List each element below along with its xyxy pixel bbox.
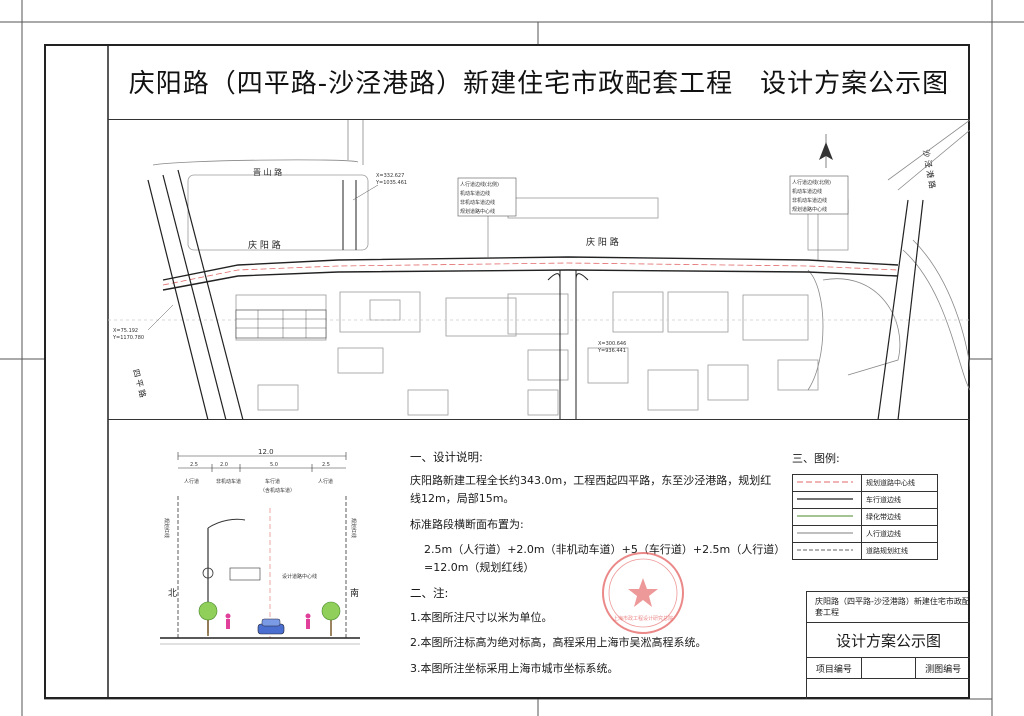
section-label-1: 人行道 <box>184 478 199 485</box>
notes-item-2: 2.本图所注标高为绝对标高，高程采用上海市吴淞高程系统。 <box>410 636 707 650</box>
notes-paragraph-3: 2.5m（人行道）+2.0m（非机动车道）+5（车行道）+2.5m（人行道）=1… <box>424 543 780 574</box>
section-dimension-line: 12.0 2.5 2.0 5.0 2.5 <box>177 448 347 472</box>
north-arrow-icon <box>819 134 833 168</box>
center-label: 设计道路中心线 <box>282 573 317 580</box>
section-label-2: 非机动车道 <box>216 478 241 485</box>
north-branch <box>342 180 357 250</box>
coord-top-y: Y=1035.461 <box>375 180 407 186</box>
section-sublabel: （含机动车道） <box>260 487 295 494</box>
legend-swatch <box>792 542 862 560</box>
coord-left-y: Y=1170.780 <box>112 335 144 341</box>
notes-paragraph-2: 标准路段横断面布置为: <box>410 517 524 531</box>
legend-row: 车行道边线 <box>792 491 938 509</box>
legend-swatch <box>792 474 862 492</box>
legend-swatch <box>792 491 862 509</box>
tree-icon <box>198 601 218 636</box>
direction-south: 南 <box>350 587 359 599</box>
stamp-text: 上海市政工程设计研究总院 <box>613 615 673 622</box>
section-width-1: 2.5 <box>190 462 198 468</box>
coord-mid-x: X=300.646 <box>598 341 626 347</box>
map-data-table <box>235 309 327 339</box>
side-label-left: 规划红线 <box>163 518 170 538</box>
legend-swatch <box>792 508 862 526</box>
context-lines <box>108 120 970 391</box>
cross-section: 12.0 2.5 2.0 5.0 2.5 人行道 非机动车道 车行道 （含机动车… <box>160 448 360 645</box>
legend-label: 绿化带边线 <box>861 508 938 526</box>
road-centerline <box>162 262 899 286</box>
map-legend-right-1: 机动车道边线 <box>792 188 822 195</box>
title-block-drawing: 设计方案公示图 <box>807 623 970 658</box>
map-legend-right: 人行道边线(北侧) 机动车道边线 非机动车道边线 规划道路中心线 <box>789 175 849 215</box>
leader-lines <box>147 184 819 331</box>
legend-label: 人行道边线 <box>861 525 938 543</box>
road-label-siping: 四 平 路 <box>131 368 148 399</box>
notes-heading-1: 一、设计说明: <box>410 450 483 464</box>
section-width-2: 2.0 <box>220 462 228 468</box>
legend-row: 规划道路中心线 <box>792 474 938 492</box>
map-legend-right-2: 非机动车道边线 <box>792 197 827 204</box>
map-legend-left-0: 人行道边线(北侧) <box>460 181 499 188</box>
section-label-3: 车行道 <box>265 478 280 485</box>
notes-item-1: 1.本图所注尺寸以米为单位。 <box>410 610 553 624</box>
road-label-jishan: 晋 山 路 <box>253 167 282 177</box>
tree-icon <box>321 601 341 636</box>
buildings <box>187 174 849 416</box>
map-legend-left: 人行道边线(北侧) 机动车道边线 非机动车道边线 规划道路中心线 <box>457 177 517 217</box>
siping-road <box>147 169 244 419</box>
legend-label: 规划道路中心线 <box>861 474 938 492</box>
title-block-project: 庆阳路（四平路-沙泾港路）新建住宅市政配套工程 <box>807 592 970 623</box>
map-legend-right-3: 规划道路中心线 <box>792 206 827 213</box>
section-width-3: 5.0 <box>270 462 278 468</box>
title-block-field-1-value <box>862 658 917 678</box>
south-branch <box>547 270 589 419</box>
cyclist-icon <box>305 613 311 629</box>
notes-item-3: 3.本图所注坐标采用上海市城市坐标系统。 <box>410 661 619 675</box>
map-legend-right-0: 人行道边线(北侧) <box>792 179 831 186</box>
notes-heading-2: 二、注: <box>410 586 449 601</box>
legend-row: 绿化带边线 <box>792 508 938 526</box>
title-block-field-1: 项目编号 <box>807 658 862 678</box>
coord-top-x: X=332.627 <box>376 173 404 179</box>
site-plan-svg: 庆 阳 路 庆 阳 路 四 平 路 沙 泾 港 路 晋 山 路 X=332.62… <box>108 120 970 419</box>
official-stamp: 上海市政工程设计研究总院 <box>602 552 684 634</box>
legend-label: 道路规划红线 <box>861 542 938 560</box>
shajinggang-road <box>877 199 924 419</box>
site-plan: 庆 阳 路 庆 阳 路 四 平 路 沙 泾 港 路 晋 山 路 X=332.62… <box>108 120 970 420</box>
section-width-4: 2.5 <box>322 462 330 468</box>
map-legend-left-3: 规划道路中心线 <box>460 208 495 215</box>
map-legend-left-1: 机动车道边线 <box>460 190 490 197</box>
side-label-right: 规划红线 <box>350 518 357 538</box>
direction-north: 北 <box>168 588 177 599</box>
coord-mid-y: Y=936.441 <box>597 348 626 354</box>
notes-paragraph-1: 庆阳路新建工程全长约343.0m，工程西起四平路，东至沙泾港路，规划红线12m，… <box>410 474 772 505</box>
qingyang-road <box>162 256 899 291</box>
legend-table: 规划道路中心线 车行道边线 绿化带边线 人行道边线 道路规划红线 <box>792 474 938 560</box>
legend-row: 人行道边线 <box>792 525 938 543</box>
legend-label: 车行道边线 <box>861 491 938 509</box>
map-legend-left-2: 非机动车道边线 <box>460 199 495 206</box>
section-total-width: 12.0 <box>258 448 274 456</box>
car-icon <box>257 618 285 635</box>
drawing-title: 庆阳路（四平路-沙泾港路）新建住宅市政配套工程 设计方案公示图 <box>108 44 970 120</box>
title-block-fields: 项目编号 测图编号 <box>807 658 970 679</box>
section-label-4: 人行道 <box>318 478 333 485</box>
drawing-frame <box>44 44 970 699</box>
design-notes: 一、设计说明: 庆阳路新建工程全长约343.0m，工程西起四平路，东至沙泾港路，… <box>410 448 780 686</box>
legend-swatch <box>792 525 862 543</box>
cyclist-icon <box>225 613 231 629</box>
road-label-qingyang-east: 庆 阳 路 <box>586 236 619 248</box>
legend-title: 三、图例: <box>792 452 840 465</box>
legend-row: 道路规划红线 <box>792 542 938 560</box>
road-label-qingyang-west: 庆 阳 路 <box>248 239 281 251</box>
title-block-field-2: 测图编号 <box>925 664 962 675</box>
title-block: 庆阳路（四平路-沙泾港路）新建住宅市政配套工程 设计方案公示图 项目编号 测图编… <box>806 591 970 699</box>
coord-left-x: X=75.192 <box>113 328 138 334</box>
legend: 三、图例: 规划道路中心线 车行道边线 绿化带边线 人行道边线 道路规划红线 <box>792 450 942 560</box>
